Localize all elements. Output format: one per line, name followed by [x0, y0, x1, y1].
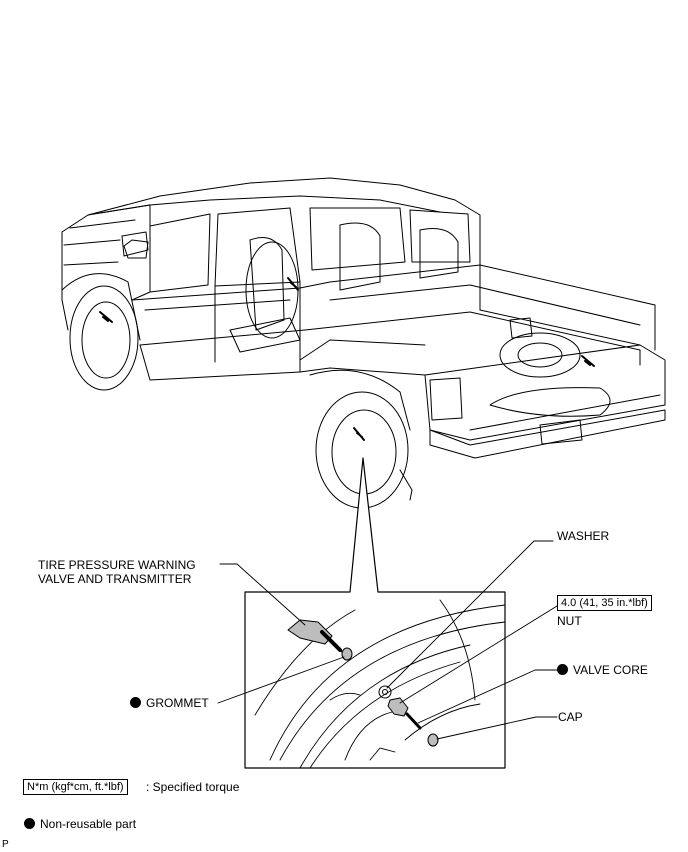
non-reusable-dot-icon: [557, 664, 568, 675]
tpms-label: TIRE PRESSURE WARNING VALVE AND TRANSMIT…: [38, 558, 196, 586]
truck-illustration: [61, 177, 666, 509]
detail-callout: [244, 457, 506, 769]
grommet-part: [341, 647, 353, 661]
legend-non-reusable: Non-reusable part: [24, 817, 136, 831]
grommet-text: GROMMET: [146, 696, 209, 710]
washer-part: [378, 685, 392, 699]
tpms-label-line1: TIRE PRESSURE WARNING: [38, 558, 196, 572]
non-reusable-dot-icon: [24, 818, 35, 829]
nut-part: [387, 697, 409, 717]
legend-torque-text: : Specified torque: [146, 780, 240, 794]
grommet-label: GROMMET: [130, 696, 209, 710]
detail-wheel: [254, 599, 506, 769]
cap-part: [427, 733, 439, 747]
valve-core-label: VALVE CORE: [557, 663, 648, 677]
washer-label: WASHER: [557, 529, 610, 543]
legend-torque-box: N*m (kgf*cm, ft.*lbf): [23, 779, 128, 795]
valve-core-part: [405, 712, 422, 730]
cap-label: CAP: [558, 710, 583, 724]
non-reusable-dot-icon: [130, 697, 141, 708]
leader-lines: [217, 540, 558, 740]
corner-mark: P: [2, 839, 9, 850]
legend-non-reusable-text: Non-reusable part: [40, 817, 137, 831]
valve-core-text: VALVE CORE: [573, 663, 648, 677]
tpms-label-line2: VALVE AND TRANSMITTER: [38, 572, 192, 586]
nut-torque-spec: 4.0 (41, 35 in.*lbf): [557, 595, 652, 611]
nut-label: NUT: [557, 614, 582, 628]
